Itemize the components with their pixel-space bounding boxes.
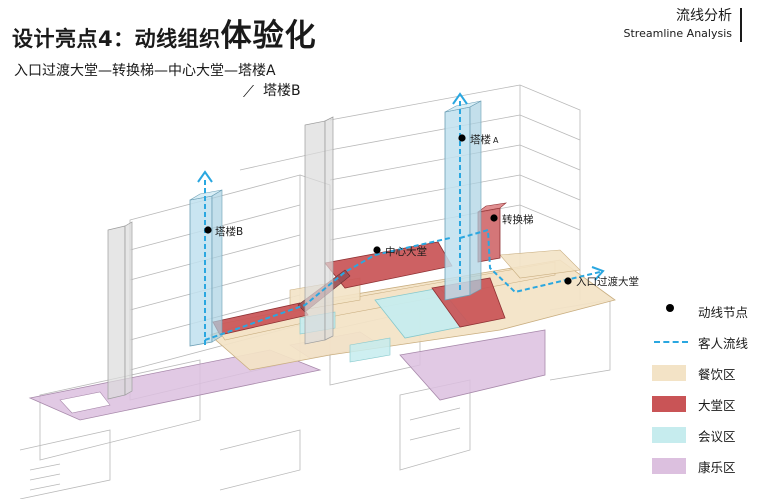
label-transfer-stair: 转换梯 — [502, 214, 534, 226]
legend-item-lobby: 大堂区 — [652, 393, 760, 415]
legend-label: 客人流线 — [698, 336, 749, 351]
legend-label: 动线节点 — [698, 305, 749, 320]
route-line-1: 入口过渡大堂—转换梯—中心大堂—塔楼A — [14, 63, 276, 79]
title-prefix: 设计亮点4：动线组织 — [12, 27, 221, 51]
legend-item-node: 动线节点 — [652, 300, 760, 322]
node-tower-a — [458, 134, 466, 142]
legend: 动线节点 客人流线 餐饮区 大堂区 会议区 康乐区 — [652, 300, 760, 486]
legend-swatch-leisure — [652, 458, 686, 474]
legend-item-leisure: 康乐区 — [652, 455, 760, 477]
legend-item-flow: 客人流线 — [652, 331, 760, 353]
section-title-en: Streamline Analysis — [623, 27, 732, 40]
legend-label: 大堂区 — [698, 398, 736, 413]
route-line-2: 塔楼B — [242, 80, 301, 100]
section-title-cn: 流线分析 — [676, 8, 732, 24]
node-transfer-stair — [490, 214, 498, 222]
flow-arrowheads — [197, 92, 605, 281]
legend-swatch-lobby — [652, 396, 686, 412]
legend-dash-icon — [654, 341, 688, 343]
label-tower-a-suffix: A — [493, 136, 499, 145]
legend-item-meeting: 会议区 — [652, 424, 760, 446]
section-heading: 流线分析 Streamline Analysis — [624, 8, 742, 42]
grey-cores — [107, 116, 334, 400]
page-title: 设计亮点4：动线组织 体验化 — [12, 10, 317, 55]
node-entrance-lobby — [564, 277, 572, 285]
label-center-lobby: 中心大堂 — [385, 246, 427, 258]
node-center-lobby — [373, 246, 381, 254]
label-tower-b: 塔楼B — [215, 226, 244, 238]
guest-flow-line — [204, 100, 601, 345]
legend-dot-icon — [666, 304, 674, 312]
legend-label: 会议区 — [698, 429, 736, 444]
legend-label: 餐饮区 — [698, 367, 736, 382]
legend-swatch-dining — [652, 365, 686, 381]
title-emphasis: 体验化 — [220, 18, 317, 54]
legend-label: 康乐区 — [698, 460, 736, 475]
label-tower-a-text: 塔楼 — [470, 134, 491, 146]
legend-item-dining: 餐饮区 — [652, 362, 760, 384]
route-line-2-text: 塔楼B — [263, 83, 301, 99]
label-entrance-lobby: 入口过渡大堂 — [576, 276, 639, 288]
node-tower-b — [204, 226, 212, 234]
flow-nodes — [204, 134, 572, 285]
tower-a — [444, 100, 482, 301]
legend-swatch-meeting — [652, 427, 686, 443]
